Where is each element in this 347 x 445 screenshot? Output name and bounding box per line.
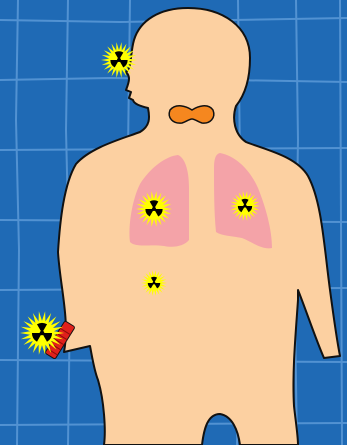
radiation-exposure-diagram (0, 0, 347, 445)
